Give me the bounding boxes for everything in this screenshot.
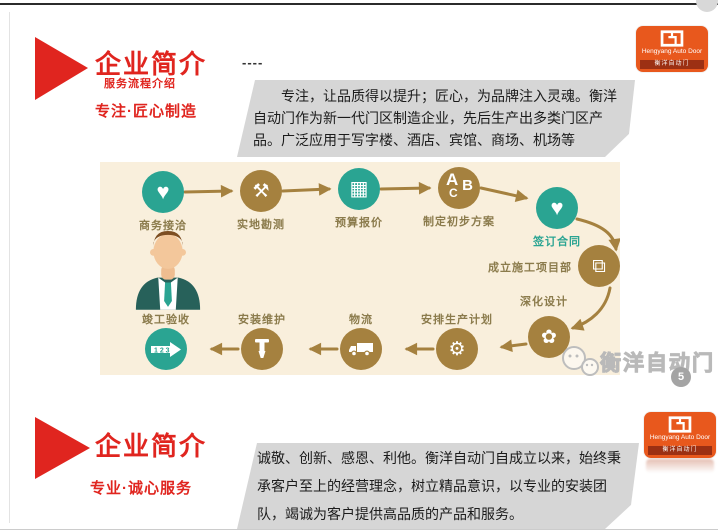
logo-brand-en: Hengyang Auto Door [649, 434, 711, 441]
red-triangle-icon [35, 417, 93, 479]
section-tagline: 专注·匠心制造 [95, 103, 197, 120]
svg-text:1 2 3: 1 2 3 [154, 347, 170, 354]
intro-paragraph: 专注，让品质得以提升；匠心，为品牌注入灵魂。衡洋自动门作为新一代门区制造企业，先… [253, 90, 617, 149]
flow-connector-arrows [183, 181, 620, 356]
flow-step-label: 实地勘测 [237, 219, 285, 231]
flow-step-label: 预算报价 [335, 217, 383, 229]
logo-door-icon [660, 30, 684, 47]
intro-paragraph-box: 专注，让品质得以提升；匠心，为品牌注入灵魂。衡洋自动门作为新一代门区制造企业，先… [237, 80, 635, 157]
flow-step-label: 成立施工项目部 [488, 262, 572, 274]
scroll-indicator-dot [696, 0, 718, 12]
section-tagline-2: 专业·诚心服务 [90, 480, 192, 497]
calculator-icon: ▦ [338, 168, 380, 210]
page-title-2: 企业简介 [95, 431, 208, 461]
potted-flower-icon: ✿ [528, 316, 570, 358]
left-divider [9, 12, 10, 523]
wechat-icon [562, 346, 599, 376]
factory-icon: ⚙ [436, 328, 478, 370]
handshake-heart-icon: ♥ [536, 187, 578, 229]
watermark: 衡洋自动门 [560, 344, 715, 380]
page-number-badge: 5 [671, 367, 691, 387]
flow-step-label: 安装维护 [238, 314, 286, 326]
logo-reflection [646, 459, 714, 473]
flow-step-label: 竣工验收 [142, 314, 190, 326]
flow-step-label: 深化设计 [520, 296, 568, 308]
dash-marks: ---- [242, 55, 264, 70]
flow-step-label: 制定初步方案 [423, 216, 495, 228]
flow-step-label: 安排生产计划 [421, 314, 493, 326]
steps-arrow-icon: 1 2 3 [145, 328, 187, 370]
id-cards-icon: ⧉ [578, 245, 620, 287]
values-paragraph: 诚敬、创新、感恩、利他。衡洋自动门自成立以来，始终秉承客户至上的经营理念，树立精… [257, 452, 621, 523]
section-subtitle: 服务流程介绍 [104, 78, 176, 90]
company-logo: Hengyang Auto Door 衡洋自动门 [636, 26, 708, 72]
red-triangle-icon [35, 37, 91, 100]
values-paragraph-box: 诚敬、创新、感恩、利他。衡洋自动门自成立以来，始终秉承客户至上的经营理念，树立精… [237, 443, 639, 529]
top-divider [0, 3, 718, 5]
flow-step-label: 物流 [349, 314, 373, 326]
logo-door-icon [668, 416, 692, 433]
page-title: 企业简介 [95, 49, 208, 79]
watermark-text: 衡洋自动门 [600, 352, 715, 376]
handshake-heart-icon: ♥ [142, 171, 184, 213]
logo-brand-en: Hengyang Auto Door [641, 48, 703, 55]
logo-brand-cn: 衡洋自动门 [648, 446, 712, 455]
logo-brand-cn: 衡洋自动门 [640, 60, 704, 69]
company-logo: Hengyang Auto Door 衡洋自动门 [644, 412, 716, 458]
surveyor-icon: ⚒ [240, 170, 282, 212]
bottom-divider [0, 529, 718, 530]
truck-icon [340, 328, 382, 370]
drill-icon [241, 328, 283, 370]
flow-step-label: 签订合同 [533, 236, 581, 248]
businessman-avatar [135, 230, 201, 310]
flow-step-label: 商务接洽 [139, 220, 187, 232]
